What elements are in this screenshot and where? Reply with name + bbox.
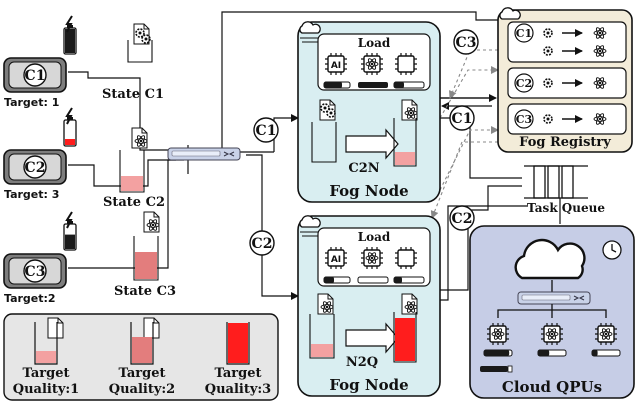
client-id-label: C3	[25, 264, 46, 280]
cpu-icon	[360, 246, 384, 270]
fog-bottom-fill-right	[395, 318, 415, 361]
chip-icon	[394, 246, 418, 270]
registry-in-label: C3	[453, 29, 479, 55]
state-c2: State C2	[103, 127, 165, 210]
task-queue-title: Task Queue	[527, 201, 605, 215]
router-label-lower: C2	[249, 230, 275, 256]
client-target-label: Target:2	[4, 292, 56, 305]
router-label-upper: C1	[253, 117, 279, 143]
fog-node-bottom: Load AI N2Q Fog Node	[297, 215, 441, 397]
fog-bottom-load-label: Load	[358, 230, 391, 244]
queue-out-label: C2	[449, 205, 475, 231]
fog-top-title: Fog Node	[329, 182, 408, 200]
state-c1-label: State C1	[102, 87, 164, 102]
svg-text:AI: AI	[331, 61, 341, 71]
cloud-title: Cloud QPUs	[502, 378, 602, 396]
legend-fill	[132, 337, 152, 363]
battery-icon	[63, 107, 77, 147]
svg-text:C1: C1	[256, 123, 277, 139]
state-c1: State C1	[102, 23, 164, 102]
ai-chip-icon: AI	[324, 52, 348, 76]
chip-icon	[394, 52, 418, 76]
load-bars-top	[323, 81, 425, 89]
fog-bottom-title: Fog Node	[329, 376, 408, 394]
state-c2-fill	[121, 176, 143, 191]
svg-text:C1: C1	[452, 111, 473, 127]
registry-row: C1	[507, 21, 627, 63]
registry-row: C3	[507, 103, 627, 135]
legend: TargetQuality:1TargetQuality:2TargetQual…	[3, 313, 279, 401]
client-id-label: C1	[25, 68, 46, 84]
dashed-lines	[430, 49, 499, 219]
fog-top-conv-label: C2N	[348, 161, 379, 176]
qpu-icon	[591, 322, 621, 357]
qpu-icon	[537, 322, 567, 357]
qpu-icon	[483, 322, 513, 357]
registry-row-label: C1	[516, 27, 532, 40]
legend-label-line2: Quality:1	[13, 382, 79, 397]
legend-label-line1: Target	[214, 366, 261, 381]
legend-label-line2: Quality:3	[205, 382, 271, 397]
fog-node-top: Load AI C2N Fog Node	[297, 21, 441, 203]
client-target-label: Target: 1	[4, 96, 59, 109]
fog-top-load-label: Load	[358, 36, 391, 50]
state-c3: State C3	[114, 211, 176, 299]
fog-bottom-fill-left	[311, 344, 333, 357]
registry-title: Fog Registry	[519, 135, 611, 150]
battery-icon	[63, 211, 77, 251]
legend-fill	[228, 323, 248, 363]
svg-text:C2: C2	[252, 236, 273, 252]
ai-chip-icon: AI	[324, 246, 348, 270]
battery-icon	[63, 15, 77, 55]
cloud-load-bar	[480, 366, 508, 372]
router-icon	[167, 147, 241, 161]
task-queue: Task Queue	[524, 165, 605, 215]
fog-top-fill	[395, 152, 415, 165]
registry-row-label: C2	[516, 77, 532, 90]
cloud-qpus: Cloud QPUs	[469, 225, 635, 399]
legend-label-line1: Target	[22, 366, 69, 381]
legend-label-line1: Target	[118, 366, 165, 381]
state-c2-label: State C2	[103, 195, 165, 210]
client-id-label: C2	[25, 160, 46, 176]
queue-in-label: C1	[449, 105, 475, 131]
svg-text:C2: C2	[452, 211, 473, 227]
legend-label-line2: Quality:2	[109, 382, 175, 397]
cpu-icon	[360, 52, 384, 76]
fog-bottom-conv-label: N2Q	[346, 355, 378, 370]
state-c3-fill	[135, 252, 157, 279]
cloud-icon	[514, 238, 586, 280]
registry-row: C2	[507, 67, 627, 99]
svg-text:C3: C3	[456, 35, 477, 51]
state-c3-label: State C3	[114, 284, 176, 299]
svg-text:AI: AI	[331, 255, 341, 265]
clock-icon	[602, 240, 622, 260]
registry-row-label: C3	[516, 113, 532, 126]
legend-fill	[36, 351, 56, 363]
load-bars-bottom	[323, 276, 425, 284]
client-target-label: Target: 3	[4, 188, 59, 201]
